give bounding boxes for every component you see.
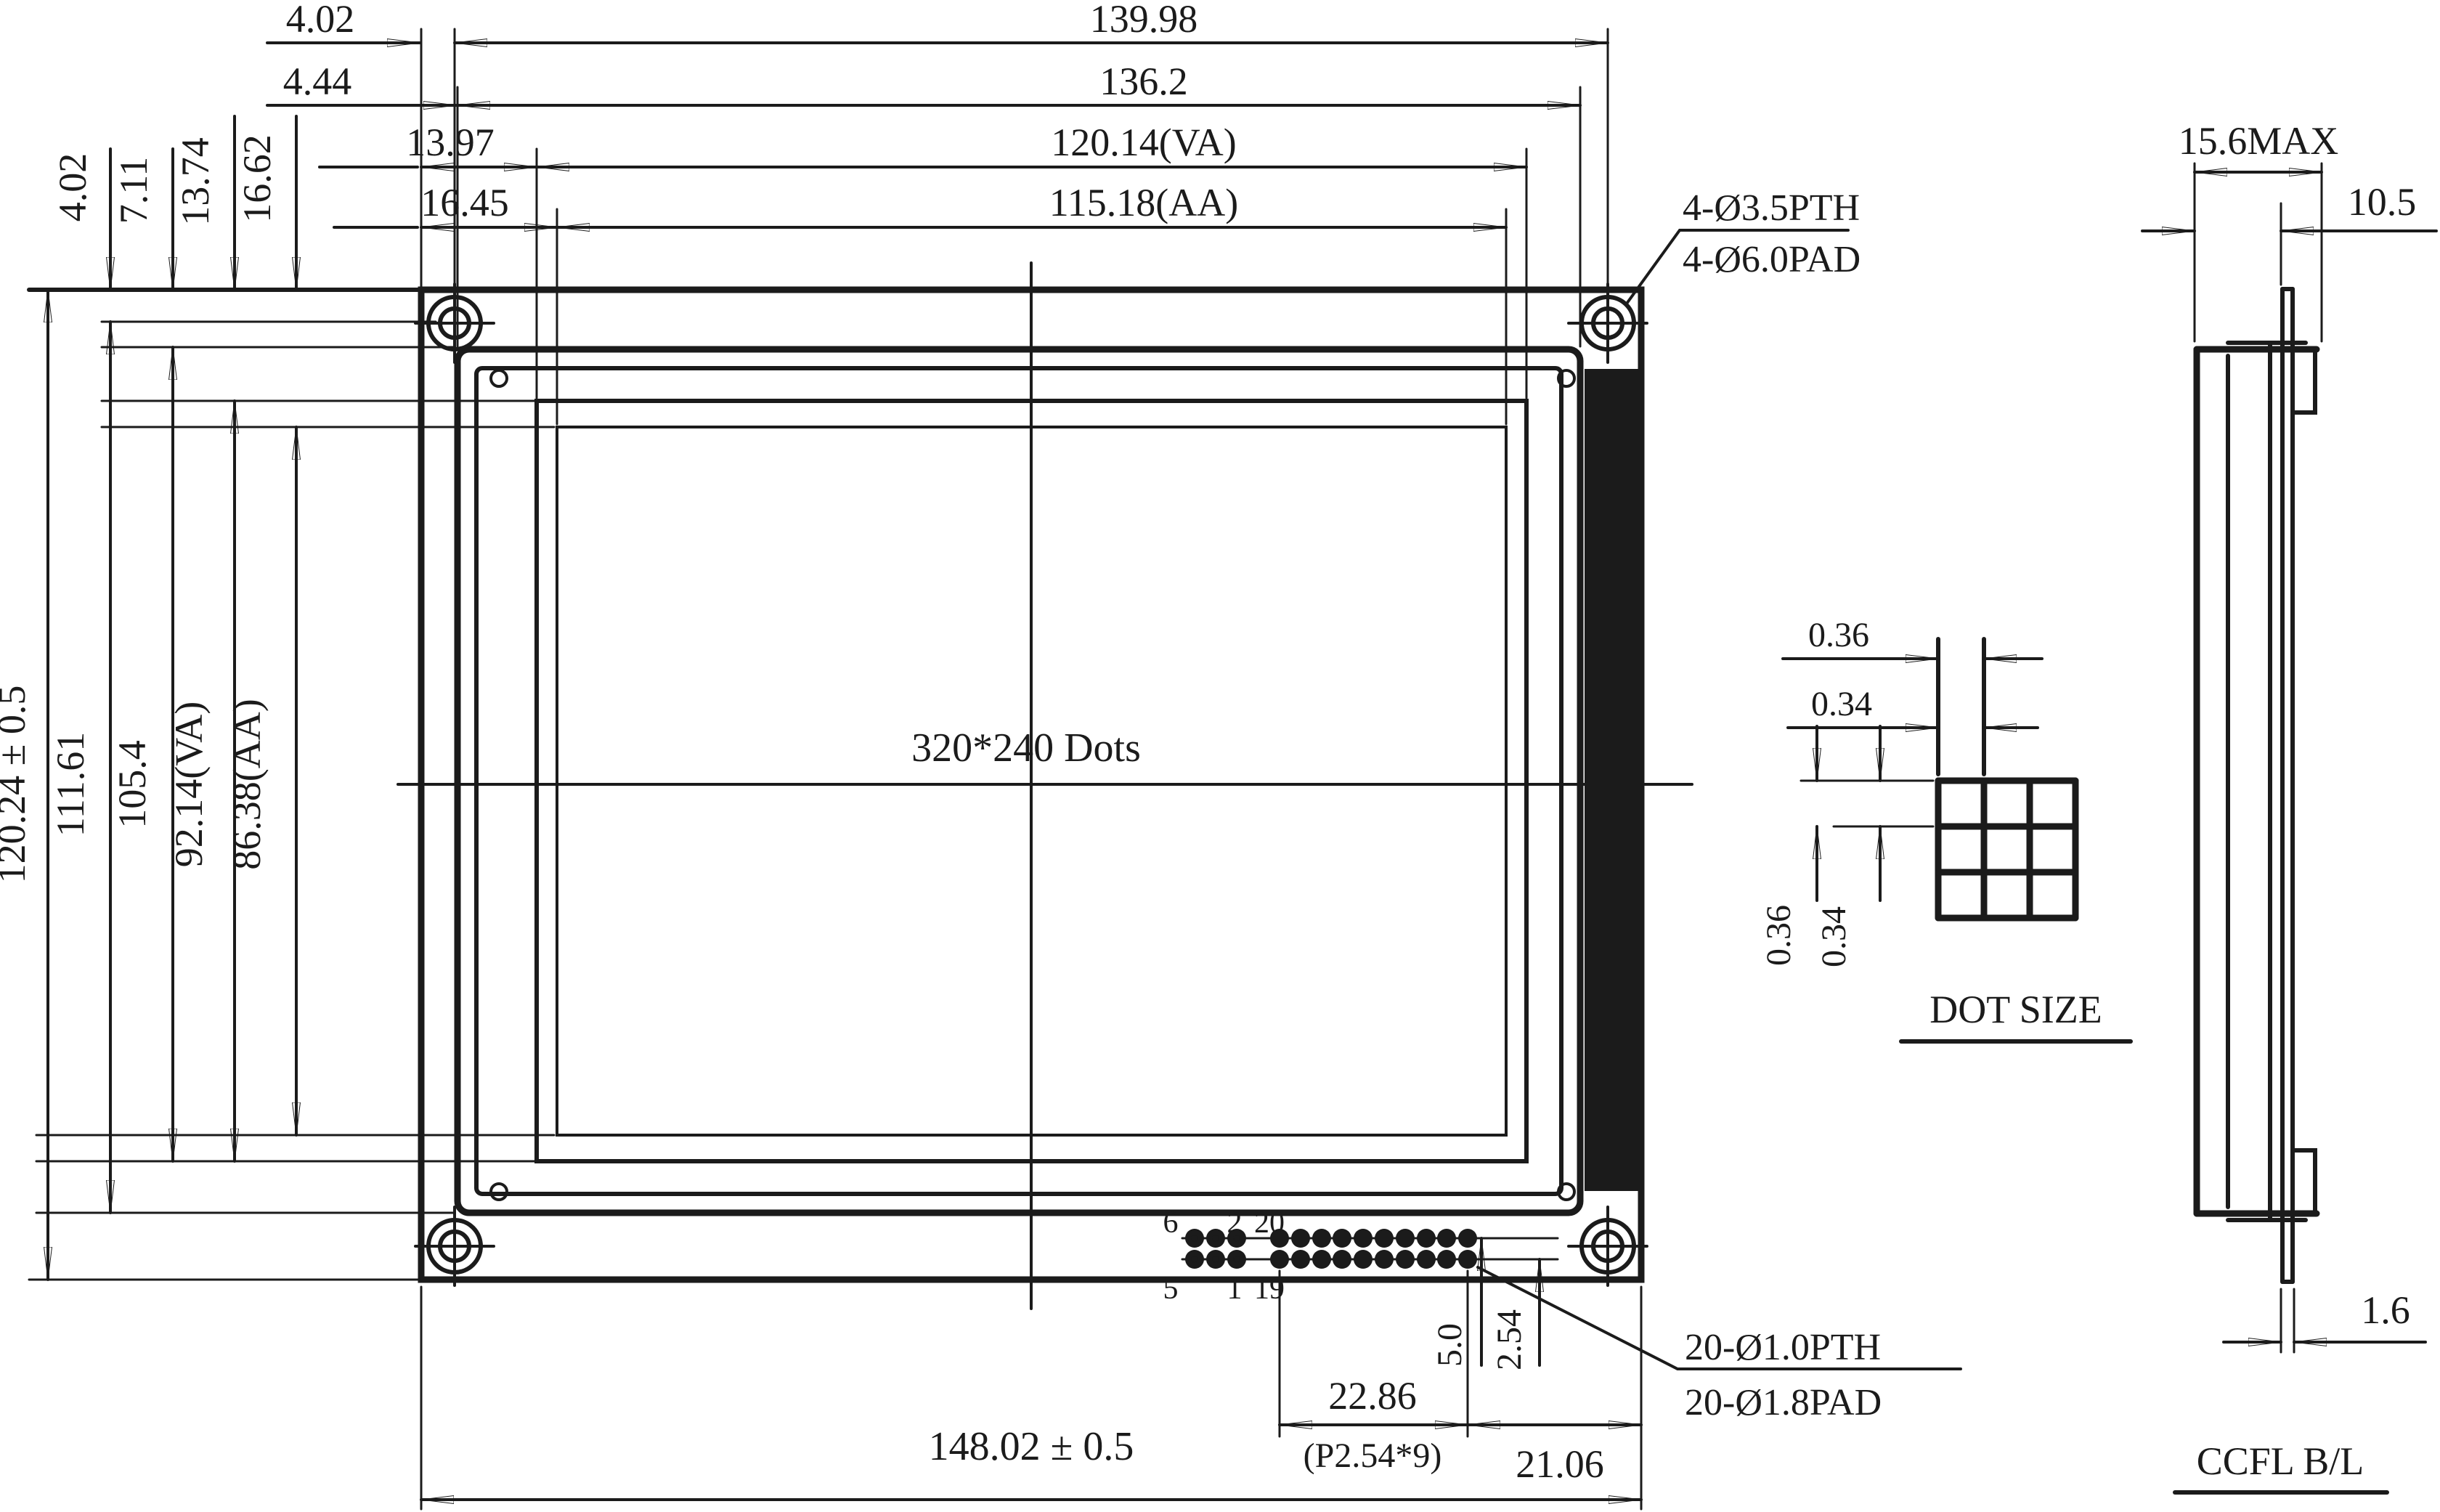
dim-dot-width-v: 0.34 (1815, 906, 1853, 967)
dim-5-0: 5.0 (1431, 1323, 1469, 1367)
dim-136-2: 136.2 (1099, 60, 1188, 103)
dim-86-38-aa: 86.38(AA) (225, 699, 269, 869)
ccfl-caption: CCFL B/L (2197, 1439, 2364, 1483)
dim-15-6-max: 15.6MAX (2179, 119, 2339, 163)
bezel-hole-bottom-left (489, 1182, 508, 1201)
bezel-hole-top-right (1557, 369, 1576, 388)
dim-120-24: 120.24 ± 0.5 (0, 686, 33, 884)
dim-105-4: 105.4 (110, 740, 154, 829)
connector-dimensions: 5.0 2.54 22.86 (P2.54*9) 21.06 20-Ø1.0PT… (420, 1237, 1962, 1511)
bezel-hole-top-left (489, 369, 508, 388)
bezel-opening (474, 366, 1563, 1196)
left-dimensions: 4.02 7.11 13.74 16.62 120.24 ± 0.5 111.6… (0, 115, 556, 1281)
dim-16-45: 16.45 (420, 181, 509, 224)
bezel-outline (454, 346, 1584, 1216)
dim-p2-54x9: (P2.54*9) (1304, 1436, 1442, 1475)
side-view: 15.6MAX 10.5 1.6 CCFL B/L (2141, 119, 2438, 1495)
mounting-hole-bottom-right (1567, 1206, 1648, 1287)
pin-label-6: 6 (1163, 1206, 1179, 1240)
dim-16-62: 16.62 (235, 134, 279, 223)
dim-120-14-va: 120.14(VA) (1051, 121, 1237, 164)
side-rear-tab-top (2290, 347, 2317, 415)
dot-grid (1935, 777, 2079, 922)
pin-label-20: 20 (1254, 1206, 1285, 1240)
dim-22-86: 22.86 (1328, 1374, 1417, 1418)
side-pcb (2280, 287, 2295, 1284)
mounting-hole-top-left (414, 283, 495, 364)
bezel-hole-bottom-right (1557, 1182, 1576, 1201)
mounting-hole-top-right (1567, 283, 1648, 364)
dim-148-02: 148.02 ± 0.5 (929, 1424, 1134, 1469)
dim-2-54: 2.54 (1490, 1309, 1529, 1370)
mounting-hole-bottom-left (414, 1206, 495, 1287)
dim-1-6: 1.6 (2361, 1288, 2410, 1332)
dim-111-61: 111.61 (49, 732, 92, 837)
dim-13-97: 13.97 (406, 121, 495, 164)
front-view: 320*240 Dots (396, 261, 1693, 1310)
dim-dot-pitch-h: 0.36 (1808, 616, 1869, 654)
dim-4-02-left: 4.02 (51, 153, 94, 222)
dim-4-44: 4.44 (283, 60, 352, 103)
dim-139-98: 139.98 (1090, 0, 1198, 41)
dim-92-14-va: 92.14(VA) (167, 702, 211, 868)
top-dimensions: 4.02 139.98 4.44 136.2 13.97 120.14(VA) … (266, 0, 1609, 426)
mounting-hole-note: 4-Ø3.5PTH 4-Ø6.0PAD (1625, 187, 1860, 305)
hole-note-line2: 4-Ø6.0PAD (1683, 239, 1860, 280)
connector-pins: 6 5 2 1 20 19 (1163, 1206, 1559, 1306)
side-rear-tab-bottom (2290, 1148, 2317, 1216)
dim-10-5: 10.5 (2348, 180, 2417, 224)
pin-label-1: 1 (1227, 1272, 1243, 1306)
dot-size-detail: 0.36 0.34 0.36 0.34 DOT SIZE (1760, 616, 2133, 1044)
pin-note-line2: 20-Ø1.8PAD (1685, 1382, 1882, 1423)
dim-115-18-aa: 115.18(AA) (1049, 181, 1238, 224)
backlight-black-bar (1585, 369, 1638, 1191)
dim-13-74: 13.74 (174, 137, 217, 226)
dim-dot-width-h: 0.34 (1811, 685, 1872, 723)
interface-pin-group (1270, 1229, 1477, 1269)
dim-7-11: 7.11 (112, 157, 155, 224)
dim-4-02-top: 4.02 (286, 0, 355, 41)
screen-resolution-label: 320*240 Dots (911, 725, 1141, 771)
hole-note-line1: 4-Ø3.5PTH (1683, 187, 1860, 229)
pin-label-5: 5 (1163, 1272, 1179, 1306)
backlight-pin-group (1185, 1229, 1246, 1269)
dim-21-06: 21.06 (1516, 1442, 1604, 1486)
dim-dot-pitch-v: 0.36 (1760, 905, 1798, 966)
pin-label-2: 2 (1227, 1206, 1243, 1240)
pin-note-line1: 20-Ø1.0PTH (1685, 1327, 1881, 1368)
dot-size-title: DOT SIZE (1929, 988, 2102, 1031)
